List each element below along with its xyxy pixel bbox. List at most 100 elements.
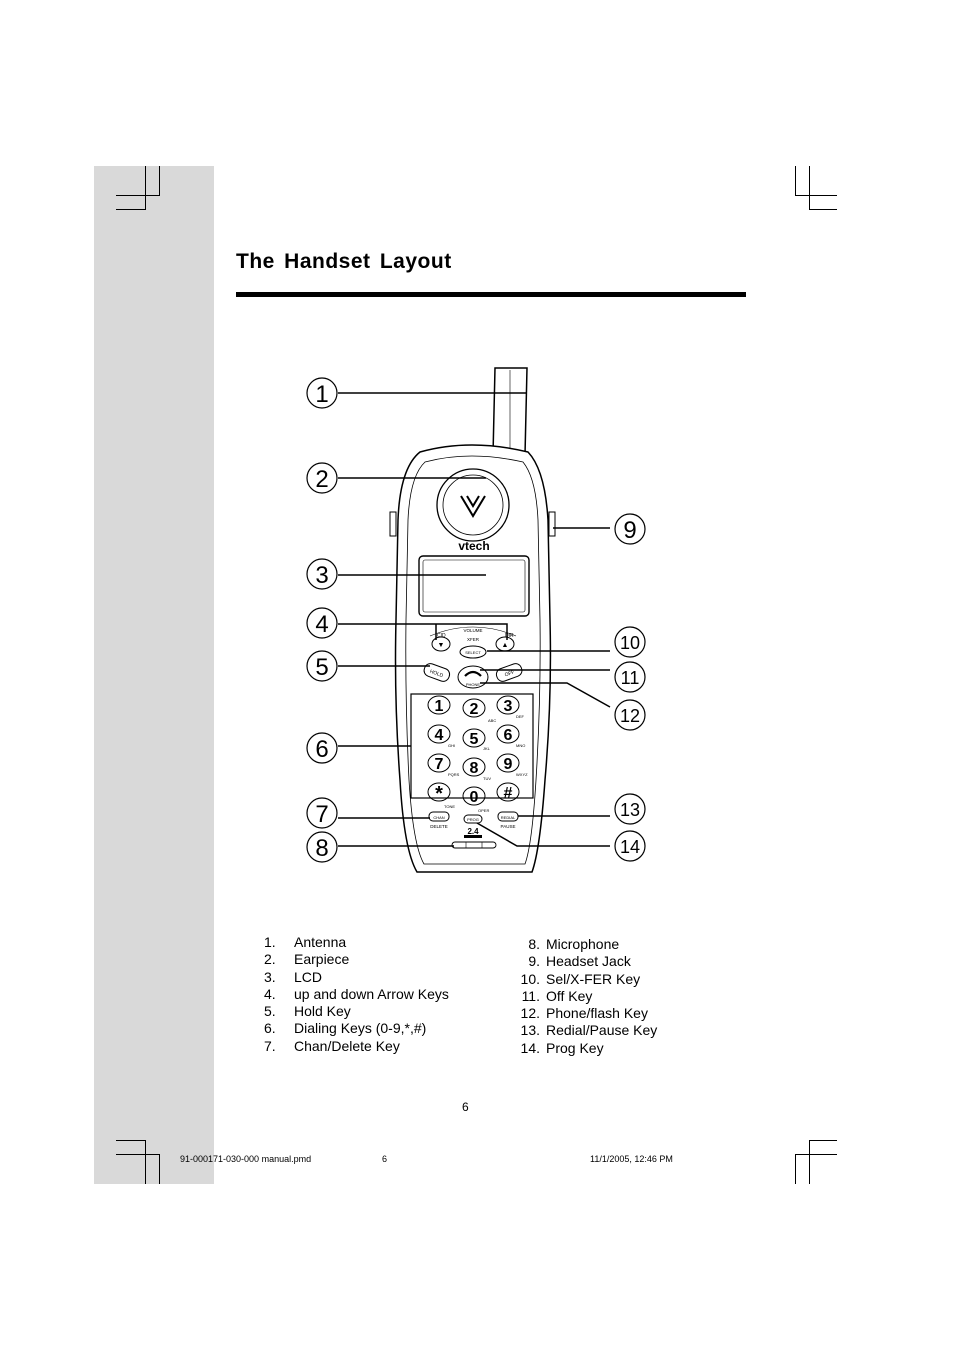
redial-key: REDIAL PAUSE xyxy=(497,811,519,829)
legend-right: 8.Microphone 9.Headset Jack 10.Sel/X-FER… xyxy=(510,936,658,1057)
prog-key: PROG xyxy=(463,814,483,824)
legend-item: 13.Redial/Pause Key xyxy=(520,1022,658,1039)
keypad-letters: ABC DEF GHI JKL MNO PQRS TUV WXYZ TONE O… xyxy=(444,714,528,813)
svg-text:6: 6 xyxy=(504,727,513,744)
callouts: 1 2 3 4 5 6 7 8 9 10 11 12 13 14 xyxy=(306,377,646,863)
svg-text:2: 2 xyxy=(470,701,479,718)
svg-text:5: 5 xyxy=(470,731,479,748)
legend-item: 1.Antenna xyxy=(264,934,347,950)
svg-text:11: 11 xyxy=(621,668,640,688)
legend-left: 1.Antenna 2.Earpiece 3.LCD 4.up and down… xyxy=(264,934,449,1055)
callout-5: 5 xyxy=(306,650,338,682)
legend-item: 8.Microphone xyxy=(528,936,620,952)
lcd-screen xyxy=(418,555,530,617)
svg-text:6: 6 xyxy=(315,736,328,763)
svg-text:*: * xyxy=(435,783,443,805)
keypad-key: 9 xyxy=(496,753,520,773)
svg-text:DELETE: DELETE xyxy=(430,824,448,829)
off-key: OFF xyxy=(495,663,523,682)
svg-text:9: 9 xyxy=(504,756,513,773)
band-badge: 2.4 xyxy=(467,827,479,836)
legend-item: 3.LCD xyxy=(264,968,323,985)
legend-item: 14.Prog Key xyxy=(520,1039,604,1056)
svg-text:4: 4 xyxy=(315,611,328,638)
footer-filename: 91-000171-030-000 manual.pmd xyxy=(180,1154,312,1164)
callout-14: 14 xyxy=(614,830,646,862)
svg-text:OFF: OFF xyxy=(504,669,515,678)
svg-text:2: 2 xyxy=(315,466,328,493)
svg-text:CHAN: CHAN xyxy=(433,815,444,820)
chan-key: CHAN DELETE xyxy=(428,811,450,829)
svg-text:WXYZ: WXYZ xyxy=(516,772,528,777)
keypad-key: # xyxy=(496,782,520,802)
legend-item: 2.Earpiece xyxy=(264,951,350,968)
footer-date: 11/1/2005, 12:46 PM xyxy=(590,1154,673,1164)
legend-item: 9.Headset Jack xyxy=(528,953,631,970)
svg-text:PHONE: PHONE xyxy=(466,682,481,687)
keypad-key: 3 xyxy=(496,695,520,715)
svg-text:3: 3 xyxy=(504,698,513,715)
svg-text:XFER: XFER xyxy=(467,637,480,642)
svg-text:PAUSE: PAUSE xyxy=(501,824,516,829)
down-arrow-key xyxy=(431,636,451,652)
earpiece xyxy=(436,468,510,542)
page-title: The Handset Layout xyxy=(236,250,452,273)
keypad-key: 2 xyxy=(462,698,486,718)
svg-text:▼: ▼ xyxy=(438,642,445,649)
svg-text:8: 8 xyxy=(470,760,479,777)
svg-text:ABC: ABC xyxy=(488,718,496,723)
margin-strip xyxy=(94,166,214,1184)
keypad-key: * xyxy=(427,782,451,805)
callout-13: 13 xyxy=(614,793,646,825)
legend-item: 7.Chan/Delete Key xyxy=(264,1037,400,1054)
keypad-key: 6 xyxy=(496,724,520,744)
svg-text:7: 7 xyxy=(435,756,444,773)
keypad-key: 7 xyxy=(427,753,451,773)
svg-text:1: 1 xyxy=(435,698,444,715)
svg-text:SELECT: SELECT xyxy=(465,650,481,655)
svg-text:HOLD: HOLD xyxy=(429,669,444,680)
svg-text:3: 3 xyxy=(315,562,328,589)
svg-text:OPER: OPER xyxy=(478,808,489,813)
svg-text:9: 9 xyxy=(623,517,636,544)
callout-7: 7 xyxy=(306,797,338,829)
svg-text:MNO: MNO xyxy=(516,743,525,748)
svg-text:1: 1 xyxy=(315,381,328,408)
svg-text:#: # xyxy=(504,785,513,802)
svg-text:7: 7 xyxy=(315,801,328,828)
svg-text:13: 13 xyxy=(620,800,640,820)
page-number: 6 xyxy=(462,1100,469,1114)
svg-text:TUV: TUV xyxy=(483,776,491,781)
legend-item: 10.Sel/X-FER Key xyxy=(520,970,641,987)
brand-logo: vtech xyxy=(458,539,489,553)
footer-page: 6 xyxy=(382,1154,388,1164)
microphone xyxy=(451,841,497,849)
callout-1: 1 xyxy=(306,377,338,409)
svg-text:GHI: GHI xyxy=(448,743,455,748)
keypad-key: 8 xyxy=(462,757,486,777)
select-key xyxy=(459,645,487,659)
callout-2: 2 xyxy=(306,462,338,494)
callout-10: 10 xyxy=(614,626,646,658)
keypad-key: 1 xyxy=(427,695,451,715)
callout-9: 9 xyxy=(614,513,646,545)
svg-text:14: 14 xyxy=(620,837,640,857)
callout-12: 12 xyxy=(614,699,646,731)
svg-text:CID: CID xyxy=(437,633,446,639)
keypad-key: 4 xyxy=(427,724,451,744)
callout-3: 3 xyxy=(306,558,338,590)
legend-item: 4.up and down Arrow Keys xyxy=(264,985,449,1002)
svg-text:JKL: JKL xyxy=(483,746,491,751)
svg-text:5: 5 xyxy=(315,654,328,681)
svg-text:PQRS: PQRS xyxy=(448,772,460,777)
legend-item: 11.Off Key xyxy=(521,987,593,1004)
callout-8: 8 xyxy=(306,831,338,863)
callout-11: 11 xyxy=(614,661,646,693)
keypad: 1 2 3 4 5 6 7 8 xyxy=(427,695,520,806)
svg-text:4: 4 xyxy=(435,727,444,744)
title-rule xyxy=(236,292,746,297)
hold-key: HOLD xyxy=(423,663,451,682)
svg-text:PROG: PROG xyxy=(467,817,479,822)
legend-item: 6.Dialing Keys (0-9,*,#) xyxy=(264,1020,427,1037)
